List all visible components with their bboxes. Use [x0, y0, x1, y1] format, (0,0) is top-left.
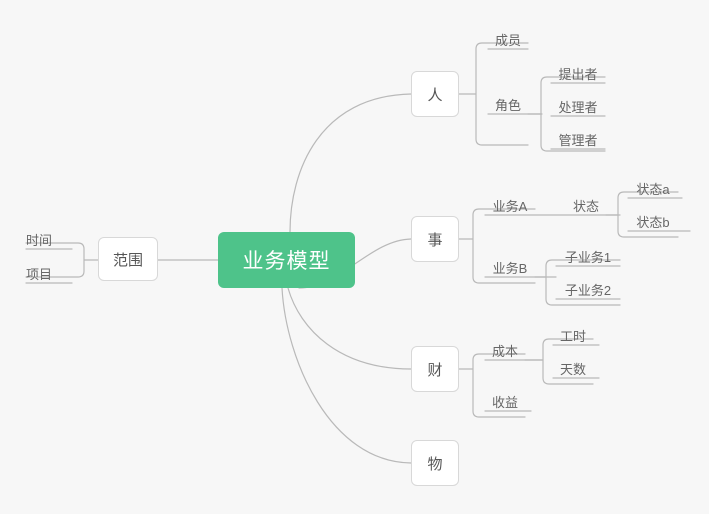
node-handler-label: 处理者 — [558, 99, 598, 115]
node-status-b-label: 状态b — [636, 214, 670, 230]
node-scope[interactable]: 范围 — [98, 237, 158, 281]
node-status-a[interactable]: 状态a — [628, 178, 678, 198]
node-sub-business-1-label: 子业务1 — [564, 249, 612, 265]
root-node-label: 业务模型 — [242, 250, 331, 273]
node-scope-label: 范围 — [112, 251, 143, 269]
node-revenue[interactable]: 收益 — [485, 391, 525, 411]
node-work-hours-label: 工时 — [559, 328, 586, 344]
node-revenue-label: 收益 — [491, 394, 518, 410]
node-finance-label: 财 — [427, 361, 443, 379]
node-business-b[interactable]: 业务B — [485, 257, 535, 277]
link-root-things — [281, 287, 412, 464]
node-status[interactable]: 状态 — [566, 195, 606, 215]
node-project-label: 项目 — [26, 266, 53, 282]
node-proposer[interactable]: 提出者 — [551, 63, 605, 83]
node-role[interactable]: 角色 — [488, 94, 528, 114]
link-root-finance — [287, 287, 412, 370]
node-time[interactable]: 时间 — [26, 229, 72, 249]
node-things-label: 物 — [427, 455, 443, 473]
node-days-label: 天数 — [559, 361, 586, 377]
node-people-label: 人 — [427, 86, 443, 104]
node-proposer-label: 提出者 — [558, 66, 598, 82]
root-node-business-model[interactable]: 业务模型 — [218, 232, 355, 288]
node-member[interactable]: 成员 — [488, 29, 528, 49]
node-business-a-label: 业务A — [492, 198, 528, 214]
node-cost[interactable]: 成本 — [485, 340, 525, 360]
node-status-a-label: 状态a — [636, 181, 670, 197]
node-manager[interactable]: 管理者 — [551, 129, 605, 149]
node-finance[interactable]: 财 — [411, 346, 459, 392]
node-people[interactable]: 人 — [411, 71, 459, 117]
node-role-label: 角色 — [494, 97, 521, 113]
node-business-b-label: 业务B — [492, 260, 528, 276]
node-status-b[interactable]: 状态b — [628, 211, 678, 231]
node-time-label: 时间 — [26, 232, 53, 248]
node-matter-label: 事 — [427, 231, 443, 249]
node-member-label: 成员 — [494, 32, 521, 48]
node-business-a[interactable]: 业务A — [485, 195, 535, 215]
node-sub-business-1[interactable]: 子业务1 — [556, 246, 620, 266]
link-root-people — [289, 93, 412, 233]
node-days[interactable]: 天数 — [553, 358, 593, 378]
node-handler[interactable]: 处理者 — [551, 96, 605, 116]
node-cost-label: 成本 — [491, 343, 518, 359]
node-manager-label: 管理者 — [558, 132, 598, 148]
node-project[interactable]: 项目 — [26, 263, 72, 283]
node-status-label: 状态 — [572, 198, 599, 214]
node-things[interactable]: 物 — [411, 440, 459, 486]
node-sub-business-2-label: 子业务2 — [564, 282, 612, 298]
node-matter[interactable]: 事 — [411, 216, 459, 262]
node-sub-business-2[interactable]: 子业务2 — [556, 279, 620, 299]
node-work-hours[interactable]: 工时 — [553, 325, 593, 345]
